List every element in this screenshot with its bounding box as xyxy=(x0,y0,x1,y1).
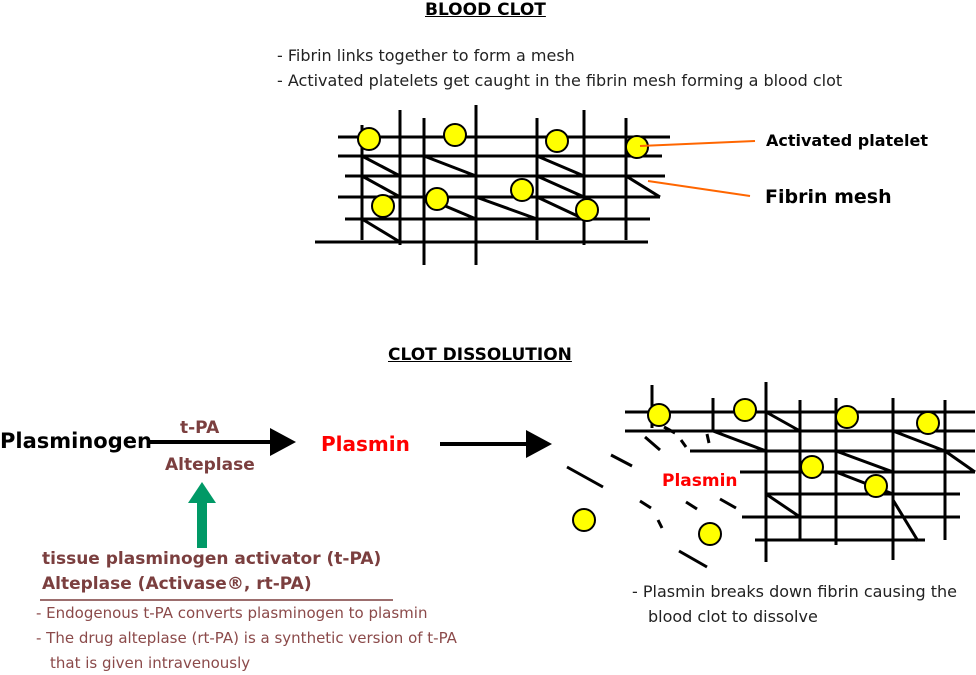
tpa-bullet-2-cont: that is given intravenously xyxy=(50,654,251,672)
plasmin-small-label: Plasmin xyxy=(662,471,738,491)
clot-dissolution-heading: CLOT DISSOLUTION xyxy=(388,345,572,365)
platelet xyxy=(864,474,888,498)
platelets-intact xyxy=(357,123,649,222)
fibrin-fragments xyxy=(566,425,737,569)
clot-bullet-2: - Activated platelets get caught in the … xyxy=(277,71,843,90)
plasmin-label: Plasmin xyxy=(321,432,410,456)
platelet xyxy=(733,398,757,422)
platelet xyxy=(835,405,859,429)
platelet xyxy=(647,403,671,427)
green-arrow-head xyxy=(188,482,216,503)
platelet xyxy=(443,123,467,147)
platelets-released xyxy=(572,398,940,546)
plasmin-note-2: blood clot to dissolve xyxy=(648,607,818,626)
platelet xyxy=(916,411,940,435)
label-activated-platelet: Activated platelet xyxy=(766,131,928,150)
tpa-bullet-1: - Endogenous t-PA converts plasminogen t… xyxy=(36,604,428,622)
platelet xyxy=(698,522,722,546)
tpa-bullet-2: - The drug alteplase (rt-PA) is a synthe… xyxy=(36,629,457,647)
platelet xyxy=(425,187,449,211)
platelet xyxy=(357,127,381,151)
plasminogen-label: Plasminogen xyxy=(0,429,152,453)
clot-bullet-1: - Fibrin links together to form a mesh xyxy=(277,46,575,65)
platelet-leader-line xyxy=(639,140,756,147)
platelet xyxy=(625,135,649,159)
platelet xyxy=(545,129,569,153)
mesh-leader-line xyxy=(647,180,751,197)
green-arrow-shaft xyxy=(197,502,207,548)
platelet xyxy=(575,198,599,222)
platelet xyxy=(371,194,395,218)
arrow-plasminogen-head xyxy=(270,428,296,456)
plasmin-note-1: - Plasmin breaks down fibrin causing the xyxy=(632,582,957,601)
tpa-label: t-PA xyxy=(180,418,220,438)
platelet xyxy=(510,178,534,202)
platelet xyxy=(800,455,824,479)
tpa-title-2: Alteplase (Activase®, rt-PA) xyxy=(42,574,312,594)
arrow-plasmin-head xyxy=(526,430,552,458)
blood-clot-heading: BLOOD CLOT xyxy=(425,0,546,20)
alteplase-label: Alteplase xyxy=(165,455,255,475)
platelet xyxy=(572,508,596,532)
label-fibrin-mesh: Fibrin mesh xyxy=(765,186,892,208)
fibrin-mesh-dissolving xyxy=(625,382,976,562)
tpa-title-1: tissue plasminogen activator (t-PA) xyxy=(42,549,382,569)
